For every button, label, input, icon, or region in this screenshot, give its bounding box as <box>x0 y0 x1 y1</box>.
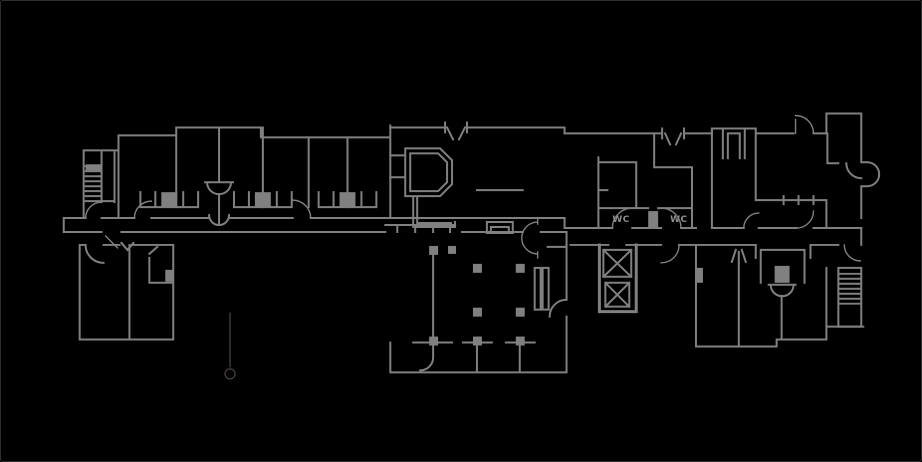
column <box>515 263 525 273</box>
wc-shaft-block <box>648 211 659 229</box>
wc-label-right: WC <box>670 215 687 225</box>
right-staircase <box>837 266 863 328</box>
column <box>472 336 482 346</box>
center-top-wall <box>389 121 566 141</box>
lower-left-block <box>78 241 175 341</box>
closet-block-2 <box>254 192 271 208</box>
corridor-glazing <box>384 224 457 233</box>
column <box>515 307 525 317</box>
corner-shaft-block <box>695 267 703 283</box>
lamp-symbol-left <box>204 126 234 227</box>
column <box>448 245 457 254</box>
wc-label-left: WC <box>612 215 629 225</box>
walls <box>62 112 881 374</box>
entrance-bay <box>389 147 457 229</box>
service-shafts <box>533 245 568 311</box>
closet-block-4 <box>774 265 790 283</box>
left-staircase <box>84 151 116 204</box>
columns-and-blocks <box>85 164 790 346</box>
elevator-block <box>597 243 638 314</box>
stair-landing-block <box>85 164 102 172</box>
atrium-desk <box>475 189 524 234</box>
corridor-north-wall <box>62 217 863 233</box>
column <box>472 263 482 273</box>
closet-block-3 <box>339 192 356 208</box>
elevator-shaft-1 <box>601 248 633 279</box>
section-marker <box>224 312 236 380</box>
corridor-south-wall <box>62 227 863 246</box>
column <box>515 336 525 346</box>
column <box>472 307 482 317</box>
room-labels: WC WC <box>612 215 687 225</box>
wc-zone <box>563 127 713 230</box>
upper-left-rooms <box>82 124 392 220</box>
column <box>429 336 439 346</box>
elevator-shaft-2 <box>603 281 631 309</box>
closet-block-1 <box>161 192 178 208</box>
section-marker-circle <box>224 368 236 380</box>
door-swings <box>84 114 861 264</box>
duct-room <box>710 127 828 230</box>
top-right-rooms <box>825 112 881 220</box>
column <box>429 245 439 255</box>
lamp-symbol-right <box>754 243 812 341</box>
small-room-block <box>165 269 174 282</box>
